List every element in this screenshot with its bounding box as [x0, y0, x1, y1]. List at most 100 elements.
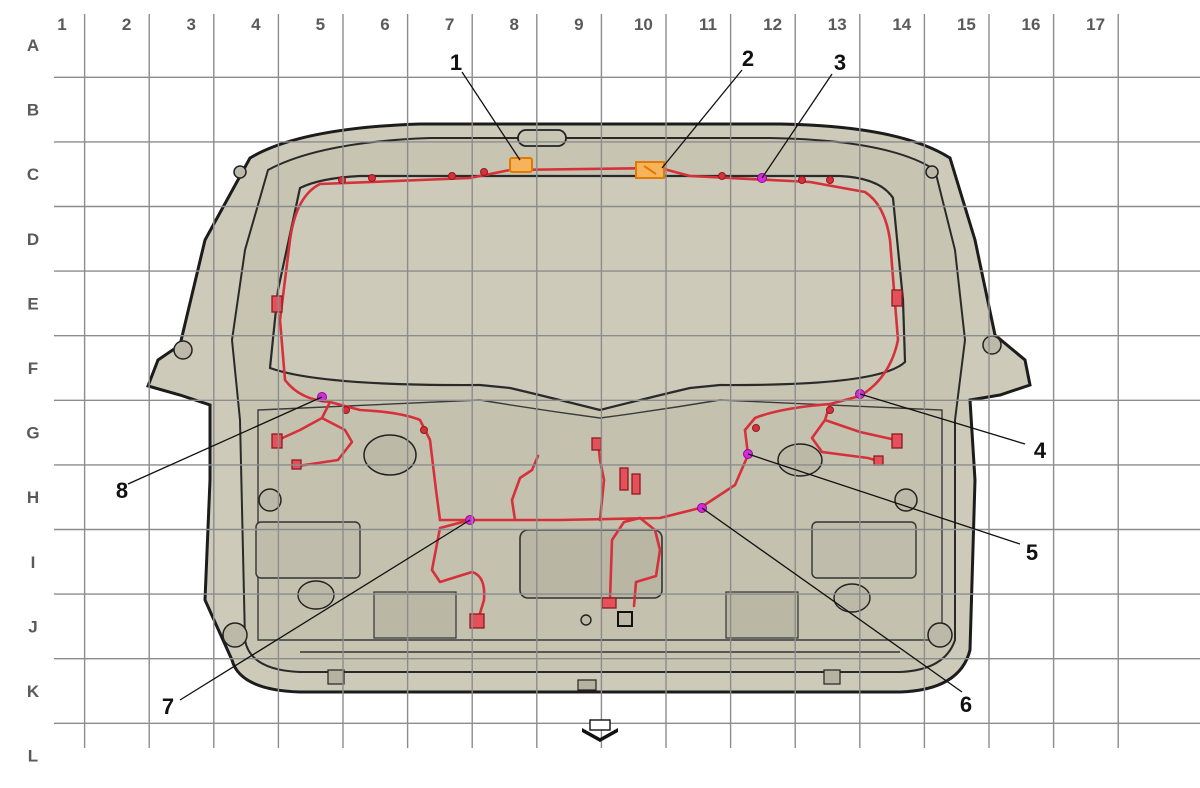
harness-lower-left-branch	[430, 518, 486, 622]
right-lower-pocket	[811, 521, 917, 579]
callout-3: 3	[834, 50, 846, 75]
bolt-left-lower	[258, 488, 282, 512]
component-1-washer-jet	[509, 157, 533, 173]
grid-row-label: D	[27, 230, 39, 249]
leader-6	[701, 507, 963, 693]
grid-column-label: 15	[957, 15, 976, 34]
bottom-hook-left	[327, 669, 345, 685]
row-labels: A B C D E F G H I J K L	[26, 36, 39, 766]
leader-1	[461, 71, 521, 161]
grid-column-label: 7	[445, 15, 454, 34]
connector-center-2	[631, 473, 641, 495]
lock-striker	[617, 611, 633, 627]
leader-5	[747, 453, 1021, 545]
callout-5: 5	[1026, 540, 1038, 565]
bottom-hook-center	[577, 679, 597, 691]
callout-leaders	[127, 69, 1026, 701]
grid-row-label: C	[27, 165, 39, 184]
right-lower-grommet	[833, 583, 871, 613]
clip	[480, 168, 488, 176]
connector-left-light	[271, 433, 283, 449]
bolt-left-mid	[173, 340, 193, 360]
arrow-tab	[589, 719, 611, 731]
rear-window-glass	[268, 174, 907, 412]
right-hinge-pocket	[725, 591, 799, 639]
connector-center-1	[619, 467, 629, 491]
lock-button	[580, 614, 592, 626]
leader-3	[761, 73, 833, 179]
grid-row-label: H	[27, 488, 39, 507]
grid-row-label: J	[28, 617, 37, 636]
bottom-hook-right	[823, 669, 841, 685]
grid-column-label: 9	[574, 15, 583, 34]
clip	[798, 176, 806, 184]
grid-column-label: 11	[699, 15, 717, 34]
connector-right-light-2	[873, 455, 884, 466]
bolt-right-mid	[982, 335, 1002, 355]
bolt-right-lower	[894, 488, 918, 512]
grid-column-label: 13	[828, 15, 847, 34]
connector-right-window	[891, 289, 903, 307]
grid-row-label: K	[27, 682, 40, 701]
callout-1: 1	[450, 50, 462, 75]
harness-center-trunk	[438, 428, 750, 522]
bolt-left-bottom	[222, 622, 248, 648]
left-lower-grommet	[297, 580, 335, 610]
clip	[718, 172, 726, 180]
left-hinge-pocket	[373, 591, 457, 639]
license-plate-recess	[519, 529, 663, 599]
grid-column-label: 12	[763, 15, 782, 34]
grid-row-label: B	[27, 101, 39, 120]
callout-2: 2	[742, 46, 754, 71]
grid-column-label: 3	[186, 15, 195, 34]
clip	[368, 174, 376, 182]
harness-clips	[338, 168, 834, 434]
grid-row-label: G	[26, 424, 39, 443]
callout-4: 4	[1034, 438, 1047, 463]
connector-plate-light	[469, 613, 485, 629]
grid-row-label: I	[31, 553, 36, 572]
connector-left-window	[271, 295, 283, 313]
coordinate-grid	[54, 14, 1200, 748]
tailgate-body	[146, 122, 1032, 694]
clip	[420, 426, 428, 434]
top-handle-slot	[517, 129, 567, 147]
leader-4	[859, 393, 1026, 445]
leader-2	[661, 69, 743, 169]
grid-column-label: 10	[634, 15, 653, 34]
grid-column-label: 6	[380, 15, 389, 34]
callout-7: 7	[162, 694, 174, 719]
grid-column-label: 1	[57, 15, 66, 34]
grid-row-label: E	[27, 294, 38, 313]
orange-components	[509, 157, 665, 179]
bolt-left-upper	[233, 165, 247, 179]
grid-column-label: 8	[509, 15, 518, 34]
clip	[752, 424, 760, 432]
harness-lock-branch	[608, 516, 662, 608]
connector-lock	[601, 597, 617, 609]
callout-numbers: 1 2 3 4 5 6 7 8	[116, 46, 1047, 719]
leader-7	[179, 519, 471, 701]
clip	[826, 406, 834, 414]
callout-8: 8	[116, 478, 128, 503]
bolt-right-upper	[925, 165, 939, 179]
grid-column-label: 4	[251, 15, 261, 34]
clip	[338, 176, 346, 184]
component-2-wiper-motor	[635, 161, 665, 179]
grid-column-label: 14	[892, 15, 911, 34]
grid-column-label: 17	[1086, 15, 1105, 34]
connector-right-light	[891, 433, 903, 449]
left-lower-pocket	[255, 521, 361, 579]
leader-8	[127, 396, 323, 485]
connector-center-3	[591, 437, 602, 451]
bolt-right-bottom	[927, 622, 953, 648]
grid-row-label: L	[28, 747, 38, 766]
grid-row-label: F	[28, 359, 38, 378]
harness-left-wing	[276, 400, 354, 468]
clip	[826, 176, 834, 184]
grid-column-label: 5	[316, 15, 325, 34]
grid-row-label: A	[27, 36, 39, 55]
grid-column-label: 2	[122, 15, 131, 34]
